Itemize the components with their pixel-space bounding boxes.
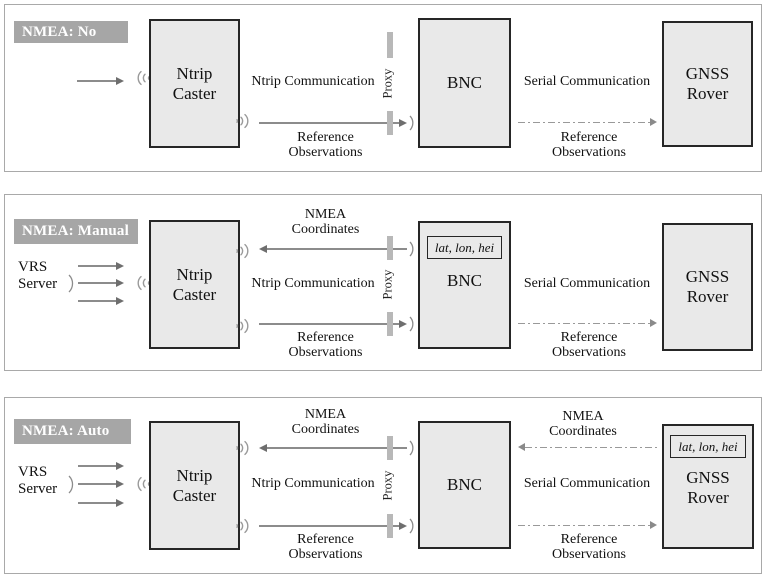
bnc-to-rover-arrow <box>518 319 657 327</box>
vrs-to-caster-arrow <box>78 479 124 488</box>
ntrip-communication-label: Ntrip Communication <box>251 276 375 291</box>
panel-title: NMEA: No <box>22 23 97 40</box>
reference-observations-label: Reference Observations <box>552 532 626 562</box>
wifi-waves-icon <box>137 70 150 86</box>
ntrip-caster-label2: Caster <box>172 485 217 505</box>
antenna-paren-icon <box>409 518 414 534</box>
serial-communication-label: Serial Communication <box>523 476 651 491</box>
vrs-to-caster-arrow <box>78 296 124 305</box>
antenna-paren-icon <box>68 274 74 293</box>
coordinates-value-box: lat, lon, hei <box>670 435 746 458</box>
reference-observations-label: Reference Observations <box>552 130 626 160</box>
wifi-waves-icon <box>137 275 150 291</box>
bnc-box: BNC <box>418 18 511 148</box>
vrs-to-caster-arrow <box>78 498 124 507</box>
bnc-to-caster-arrow <box>259 244 407 253</box>
ntrip-communication-label: Ntrip Communication <box>251 476 375 491</box>
wifi-waves-icon <box>236 243 249 259</box>
ntrip-caster-box: Ntrip Caster <box>149 220 240 349</box>
reference-observations-label: Reference Observations <box>288 532 363 562</box>
ntrip-communication-label: Ntrip Communication <box>251 74 375 89</box>
wifi-waves-icon <box>236 440 249 456</box>
serial-communication-label: Serial Communication <box>523 276 651 291</box>
panel-title-badge: NMEA: Manual <box>14 219 138 244</box>
proxy-bar <box>387 312 393 336</box>
serial-communication-label: Serial Communication <box>523 74 651 89</box>
nmea-coordinates-label: NMEA Coordinates <box>291 207 360 237</box>
wifi-waves-icon <box>236 518 249 534</box>
coordinates-value-box: lat, lon, hei <box>426 236 503 259</box>
reference-observations-label: Reference Observations <box>552 330 626 360</box>
antenna-paren-icon <box>409 440 414 456</box>
gnss-rover-label: GNSS <box>686 468 730 487</box>
panel-nmea-no: NMEA: No Ntrip Caster Ntrip Communicatio… <box>4 4 762 172</box>
rover-to-bnc-arrow <box>518 443 657 451</box>
gnss-rover-label: GNSS <box>685 64 730 83</box>
bnc-label: BNC <box>447 73 482 92</box>
gnss-rover-label2: Rover <box>687 488 729 507</box>
reference-observations-label: Reference Observations <box>288 130 363 160</box>
ntrip-caster-label2: Caster <box>172 83 217 103</box>
caster-to-bnc-arrow <box>259 521 407 530</box>
proxy-label: Proxy <box>380 68 395 99</box>
bnc-to-rover-arrow <box>518 521 657 529</box>
wifi-waves-icon <box>236 318 249 334</box>
wifi-waves-icon <box>236 113 249 129</box>
ntrip-caster-box: Ntrip Caster <box>149 421 240 550</box>
ntrip-caster-label: Ntrip <box>176 63 213 83</box>
bnc-to-rover-arrow <box>518 118 657 126</box>
proxy-label: Proxy <box>380 269 395 300</box>
reference-observations-label: Reference Observations <box>288 330 363 360</box>
antenna-paren-icon <box>409 115 414 131</box>
ntrip-caster-box: Ntrip Caster <box>149 19 240 148</box>
proxy-bar <box>387 32 393 58</box>
vrs-to-caster-arrow <box>78 278 124 287</box>
proxy-bar <box>387 236 393 260</box>
proxy-label: Proxy <box>380 470 395 501</box>
antenna-paren-icon <box>409 241 414 257</box>
vrs-to-caster-arrow <box>78 261 124 270</box>
bnc-box: BNC <box>418 421 511 549</box>
panel-title-badge: NMEA: Auto <box>14 419 131 444</box>
panel-title: NMEA: Manual <box>22 223 129 239</box>
bnc-box: lat, lon, hei BNC <box>418 221 511 349</box>
gnss-rover-label2: Rover <box>686 84 729 103</box>
antenna-paren-icon <box>68 475 74 494</box>
panel-nmea-auto: NMEA: Auto VRS Server Ntrip Caster NMEA … <box>4 397 762 574</box>
bnc-to-caster-arrow <box>259 443 407 452</box>
vrs-server-label: VRS Server <box>18 464 58 497</box>
wifi-waves-icon <box>137 476 150 492</box>
input-to-caster-arrow <box>77 76 124 85</box>
gnss-rover-label2: Rover <box>686 287 729 306</box>
caster-to-bnc-arrow <box>259 118 407 127</box>
vrs-server-label: VRS Server <box>18 259 58 292</box>
antenna-paren-icon <box>409 316 414 332</box>
proxy-bar <box>387 514 393 538</box>
proxy-bar <box>387 111 393 135</box>
ntrip-caster-label2: Caster <box>172 284 217 304</box>
ntrip-caster-label: Ntrip <box>176 264 213 284</box>
gnss-rover-label: GNSS <box>685 267 730 286</box>
proxy-bar <box>387 436 393 460</box>
nmea-coordinates-label: NMEA Coordinates <box>291 407 360 437</box>
panel-title-badge: NMEA: No <box>14 21 128 43</box>
bnc-label: BNC <box>447 475 482 494</box>
caster-to-bnc-arrow <box>259 319 407 328</box>
panel-title: NMEA: Auto <box>22 423 110 439</box>
gnss-rover-box: GNSS Rover <box>662 21 753 147</box>
bnc-label: BNC <box>447 271 482 290</box>
nmea-coordinates-label: NMEA Coordinates <box>549 409 617 439</box>
gnss-rover-box: GNSS Rover <box>662 223 753 351</box>
gnss-rover-box: lat, lon, hei GNSS Rover <box>662 424 754 549</box>
vrs-to-caster-arrow <box>78 461 124 470</box>
ntrip-caster-label: Ntrip <box>176 465 213 485</box>
panel-nmea-manual: NMEA: Manual VRS Server Ntrip Caster NME… <box>4 194 762 371</box>
